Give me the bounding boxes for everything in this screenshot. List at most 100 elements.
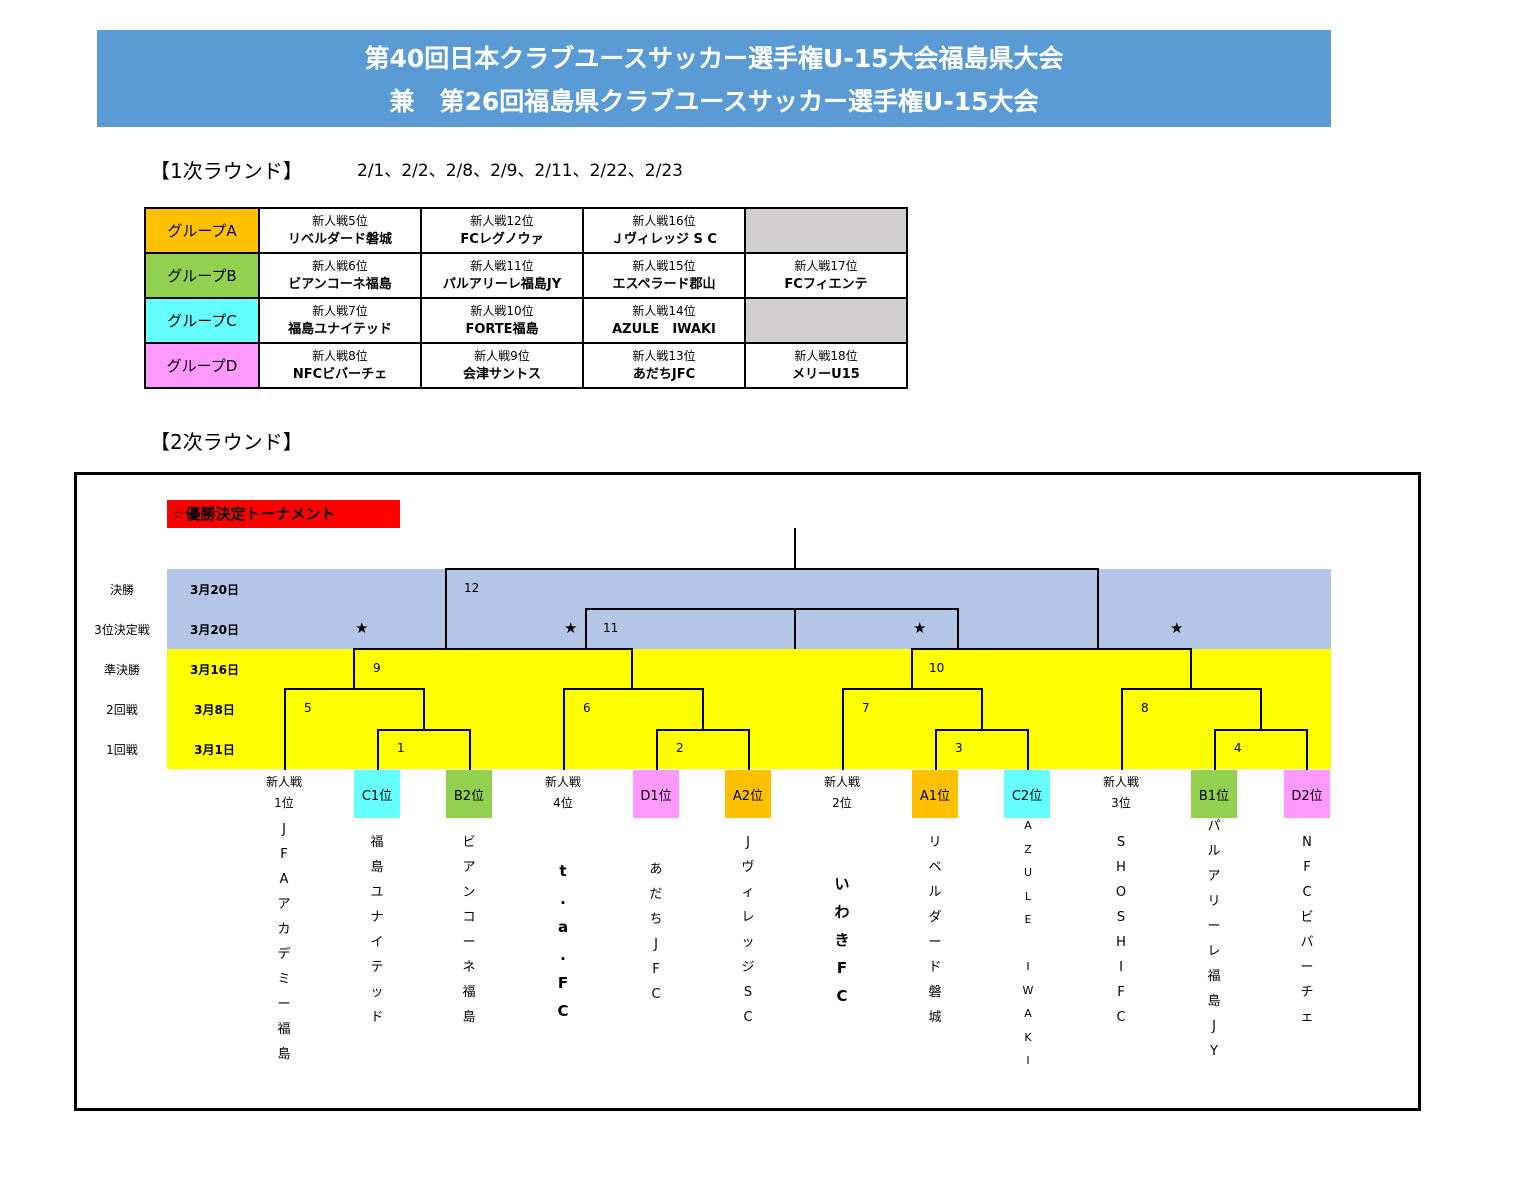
team-name: FORTE福島 <box>465 321 539 337</box>
team-name: FCフィエンテ <box>784 276 868 292</box>
group-slot: B1位 <box>1191 770 1237 818</box>
bracket-line <box>423 688 425 730</box>
group-team-cell: 新人戦5位リベルダード磐城 <box>258 207 422 254</box>
match-number: 6 <box>583 701 591 715</box>
group-team-cell: 新人戦15位エスペラード郡山 <box>582 252 746 299</box>
bracket-line <box>353 648 633 650</box>
star-icon: ★ <box>564 619 578 637</box>
team-rank: 新人戦8位 <box>312 348 368 363</box>
group-team-cell: 新人戦14位 AZULE IWAKI <box>582 297 746 344</box>
bracket-line <box>911 648 1192 650</box>
bracket-line <box>702 688 704 730</box>
bracket-line <box>469 729 471 770</box>
round-date: 3月20日 <box>189 583 240 597</box>
round-date: 3月1日 <box>194 743 235 757</box>
bracket-line <box>1260 688 1262 730</box>
round-date: 3月20日 <box>189 623 240 637</box>
bracket-team-name: リベルダード磐城 <box>928 835 942 1025</box>
match-number: 4 <box>1234 741 1242 755</box>
star-icon: ★ <box>913 619 927 637</box>
bracket-line <box>631 648 633 689</box>
group-slot: A1位 <box>912 770 958 818</box>
bracket-line <box>284 688 286 770</box>
bracket-line <box>377 729 379 770</box>
group-slot: D1位 <box>633 770 679 818</box>
bracket-line <box>585 608 587 649</box>
round1-label: 【1次ラウンド】 <box>150 159 303 183</box>
group-slot: B2位 <box>446 770 492 818</box>
team-rank: 新人戦10位 <box>470 303 534 318</box>
round-date: 3月8日 <box>194 703 235 717</box>
team-name: AZULE IWAKI <box>612 321 716 337</box>
group-name: グループA <box>144 207 260 254</box>
team-rank: 新人戦14位 <box>632 303 696 318</box>
group-slot: C1位 <box>354 770 400 818</box>
match-number: 5 <box>304 701 312 715</box>
bracket-frame <box>74 472 1421 1111</box>
match-number: 11 <box>603 621 619 635</box>
team-rank: 新人戦16位 <box>632 213 696 228</box>
team-name: 福島ユナイテッド <box>288 321 392 337</box>
team-name: ビアンコーネ福島 <box>288 276 392 292</box>
round1-dates: 2/1、2/2、2/8、2/9、2/11、2/22、2/23 <box>357 161 683 181</box>
team-rank: 新人戦11位 <box>470 258 534 273</box>
round2-label: 【2次ラウンド】 <box>150 430 303 454</box>
bracket-line <box>445 568 447 649</box>
bracket-line <box>1214 729 1216 770</box>
title-line-2: 兼 第26回福島県クラブユースサッカー選手権U-15大会 <box>389 87 1039 116</box>
bracket-line <box>981 688 983 730</box>
group-team-cell: 新人戦10位 FORTE福島 <box>420 297 584 344</box>
round-name: 準決勝 <box>103 663 140 677</box>
team-rank: 新人戦18位 <box>794 348 858 363</box>
match-number: 2 <box>676 741 684 755</box>
team-rank: 新人戦13位 <box>632 348 696 363</box>
group-team-cell <box>744 297 908 344</box>
bracket-line <box>377 729 471 731</box>
star-icon: ★ <box>1170 619 1184 637</box>
team-rank: 新人戦12位 <box>470 213 534 228</box>
bracket-line <box>353 648 355 689</box>
round-date: 3月16日 <box>189 663 240 677</box>
group-name: グループB <box>144 252 260 299</box>
group-team-cell: 新人戦11位パルアリーレ福島JY <box>420 252 584 299</box>
round-name: 3位決定戦 <box>94 623 150 637</box>
title-line-1: 第40回日本クラブユースサッカー選手権U-15大会福島県大会 <box>364 44 1064 73</box>
team-name: パルアリーレ福島JY <box>442 276 562 292</box>
tournament-title-text: ☆優勝決定トーナメント <box>172 505 336 523</box>
title-banner: 第40回日本クラブユースサッカー選手権U-15大会福島県大会 兼 第26回福島県… <box>97 30 1331 127</box>
seed-label: 新人戦 3位 <box>1102 775 1139 810</box>
group-team-cell: 新人戦9位会津サントス <box>420 342 584 389</box>
bracket-line <box>563 688 565 770</box>
bracket-line <box>911 648 913 689</box>
bracket-line <box>748 729 750 770</box>
bracket-line <box>1306 729 1308 770</box>
team-name: 会津サントス <box>462 366 541 382</box>
bracket-line <box>1027 729 1029 770</box>
tournament-title: ☆優勝決定トーナメント <box>167 500 400 528</box>
bracket-line <box>585 608 959 610</box>
match-number: 12 <box>464 581 480 595</box>
team-rank: 新人戦7位 <box>312 303 368 318</box>
team-name: リベルダード磐城 <box>287 231 392 247</box>
bracket-line <box>842 688 844 770</box>
team-name: あだちJFC <box>632 366 696 382</box>
bracket-line <box>284 688 425 690</box>
bracket-line <box>1097 568 1099 649</box>
star-icon: ★ <box>355 619 369 637</box>
bracket-line <box>1121 688 1262 690</box>
group-name: グループD <box>144 342 260 389</box>
